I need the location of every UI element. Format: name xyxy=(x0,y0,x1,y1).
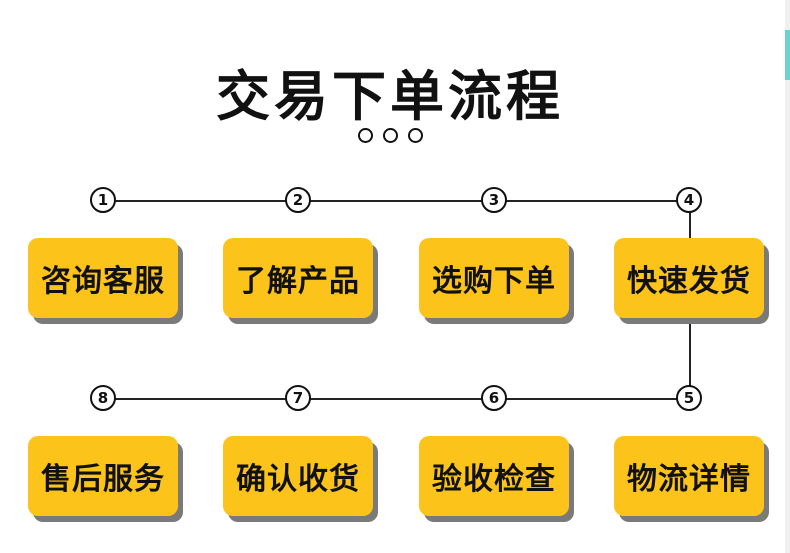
connector-row2 xyxy=(103,398,690,400)
connector-4-5 xyxy=(689,320,691,398)
step-number-8: 8 xyxy=(90,385,116,411)
step-box-logistics: 物流详情 xyxy=(614,436,764,516)
step-number-7: 7 xyxy=(285,385,311,411)
step-number-4: 4 xyxy=(676,187,702,213)
connector-4-box xyxy=(689,200,691,240)
step-box-learn-product: 了解产品 xyxy=(223,238,373,318)
dot-icon xyxy=(408,128,423,143)
page-title: 交易下单流程 xyxy=(216,65,564,128)
step-number-3: 3 xyxy=(481,187,507,213)
step-box-place-order: 选购下单 xyxy=(419,238,569,318)
edge-strip xyxy=(785,0,790,553)
step-box-after-sales: 售后服务 xyxy=(28,436,178,516)
dot-icon xyxy=(383,128,398,143)
step-box-confirm-receipt: 确认收货 xyxy=(223,436,373,516)
step-number-1: 1 xyxy=(90,187,116,213)
step-box-inspection: 验收检查 xyxy=(419,436,569,516)
step-number-5: 5 xyxy=(676,385,702,411)
step-box-consult: 咨询客服 xyxy=(28,238,178,318)
step-number-6: 6 xyxy=(481,385,507,411)
connector-row1 xyxy=(103,200,690,202)
step-box-fast-shipping: 快速发货 xyxy=(614,238,764,318)
step-number-2: 2 xyxy=(285,187,311,213)
dot-icon xyxy=(358,128,373,143)
edge-accent xyxy=(785,30,790,80)
